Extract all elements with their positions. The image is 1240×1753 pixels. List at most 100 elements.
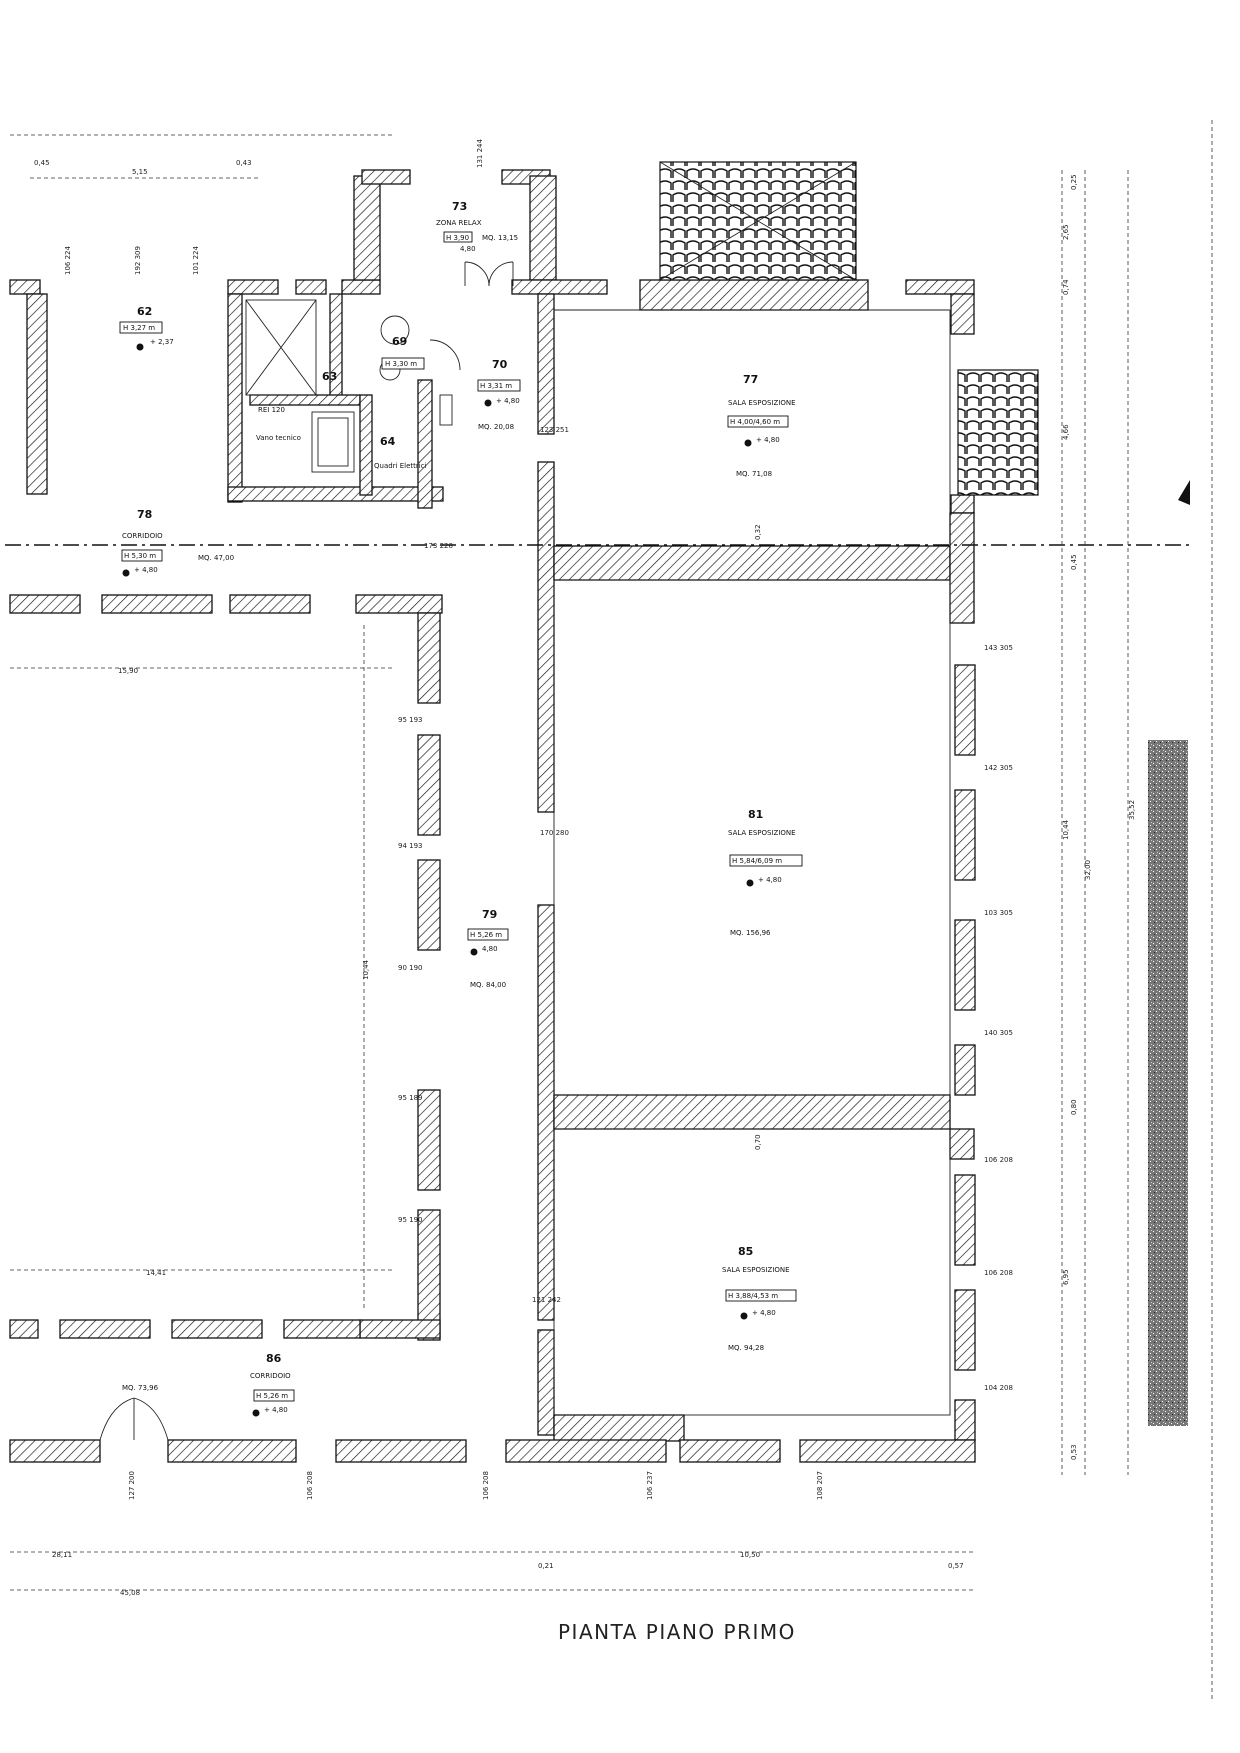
dim-side-4: 106 208 <box>984 1156 1013 1164</box>
dimension-labels: 0,45 5,15 0,43 106 224 192 309 101 224 1… <box>34 139 1136 1597</box>
rei-label: REI 120 <box>258 406 285 414</box>
room-70: 70 H 3,31 m + 4,80 MQ. 20,08 <box>477 358 521 431</box>
room-63-number: 63 <box>322 370 337 383</box>
service-fittings <box>245 299 453 473</box>
dim-side-6: 104 208 <box>984 1384 1013 1392</box>
room-level: 4,80 <box>460 245 476 253</box>
room-height: H 5,30 m <box>124 552 156 560</box>
dim-bottom-right: 10,50 <box>740 1551 760 1559</box>
hall-outlines <box>553 309 951 1416</box>
room-number: 78 <box>137 508 152 521</box>
dim-right-chain-4: 0,45 <box>1070 554 1078 570</box>
room-level: 4,80 <box>482 945 498 953</box>
room-number: 62 <box>137 305 152 318</box>
room-area: MQ. 13,15 <box>482 234 518 242</box>
dim-top-0: 0,45 <box>34 159 50 167</box>
level-marker-icon <box>746 879 754 887</box>
dim-inner-5: 0,70 <box>754 1134 762 1150</box>
room-level: + 4,80 <box>756 436 780 444</box>
dim-pair-1: 192 309 <box>134 246 142 275</box>
room-level: + 2,37 <box>150 338 174 346</box>
dim-win-0: 95 193 <box>398 716 423 724</box>
plan-title: PIANTA PIANO PRIMO <box>558 1620 796 1644</box>
room-level: + 4,80 <box>264 1406 288 1414</box>
dim-right-total-a: 32,00 <box>1084 860 1092 880</box>
level-marker-icon <box>470 948 478 956</box>
room-name: CORRIDOIO <box>122 532 163 540</box>
dimension-lines <box>10 120 1213 1700</box>
dim-right-chain-1: 2,65 <box>1062 224 1070 240</box>
room-height: H 5,84/6,09 m <box>732 857 782 865</box>
dim-win-3: 95 189 <box>398 1094 423 1102</box>
dim-right-chain-2: 0,74 <box>1062 279 1070 295</box>
room-77: 77 SALA ESPOSIZIONE H 4,00/4,60 m + 4,80… <box>727 373 796 478</box>
level-marker-icon <box>122 569 130 577</box>
room-79: 79 H 5,26 m 4,80 MQ. 84,00 <box>467 908 509 989</box>
room-number: 81 <box>748 808 763 821</box>
dim-inner-4: 0,32 <box>754 524 762 540</box>
dim-win-2: 90 190 <box>398 964 423 972</box>
dim-side-2: 103 305 <box>984 909 1013 917</box>
level-marker-icon <box>484 399 492 407</box>
room-name: SALA ESPOSIZIONE <box>728 399 796 407</box>
room-85: 85 SALA ESPOSIZIONE H 3,88/4,53 m + 4,80… <box>722 1245 797 1352</box>
dim-side-3: 140 305 <box>984 1029 1013 1037</box>
dim-low-3: 108 207 <box>816 1471 824 1500</box>
room-name: SALA ESPOSIZIONE <box>728 829 796 837</box>
room-height: H 5,26 m <box>256 1392 288 1400</box>
room-area: MQ. 20,08 <box>478 423 514 431</box>
dim-right-chain-0: 0,25 <box>1070 174 1078 190</box>
room-number: 79 <box>482 908 497 921</box>
dim-win-1: 94 193 <box>398 842 423 850</box>
room-level: + 4,80 <box>758 876 782 884</box>
room-area: MQ. 84,00 <box>470 981 506 989</box>
room-number: 86 <box>266 1352 282 1365</box>
room-height: H 3,88/4,53 m <box>728 1292 778 1300</box>
dim-low-4: 127 200 <box>128 1471 136 1500</box>
dim-right-total-b: 35,52 <box>1128 800 1136 820</box>
room-name: SALA ESPOSIZIONE <box>722 1266 790 1274</box>
level-marker-icon <box>136 343 144 351</box>
room-area: MQ. 94,28 <box>728 1344 764 1352</box>
room-height: H 5,26 m <box>470 931 502 939</box>
dim-right-chain-6: 0,80 <box>1070 1099 1078 1115</box>
walls <box>9 169 976 1463</box>
dim-inner-3: 121 242 <box>532 1296 561 1304</box>
dim-low-2: 106 237 <box>646 1471 654 1500</box>
room-height: H 3,27 m <box>123 324 155 332</box>
room-69: 69 H 3,30 m <box>381 335 425 370</box>
dim-bottom-left: 28,11 <box>52 1551 72 1559</box>
stair-grate-right <box>957 369 1039 496</box>
room-number: 77 <box>743 373 758 386</box>
room-name: Quadri Elettrici <box>374 462 427 470</box>
dim-bottom-a: 0,21 <box>538 1562 554 1570</box>
dim-side-5: 106 208 <box>984 1269 1013 1277</box>
room-area: MQ. 156,96 <box>730 929 771 937</box>
room-number: 69 <box>392 335 407 348</box>
dim-overall: 45,08 <box>120 1589 140 1597</box>
room-64: 64 Quadri Elettrici <box>374 435 427 470</box>
dim-win-4: 95 190 <box>398 1216 423 1224</box>
dim-side-1: 142 305 <box>984 764 1013 772</box>
level-marker-icon <box>744 439 752 447</box>
room-81: 81 SALA ESPOSIZIONE H 5,84/6,09 m + 4,80… <box>728 808 803 937</box>
room-height: H 3,90 <box>446 234 469 242</box>
room-area: MQ. 71,08 <box>736 470 772 478</box>
dim-right-chain-3: 4,66 <box>1062 424 1070 440</box>
doors <box>99 261 514 1441</box>
dim-pair-3: 131 244 <box>476 139 484 168</box>
room-number: 70 <box>492 358 508 371</box>
room-number: 85 <box>738 1245 753 1258</box>
dim-vertical-mid: 10,44 <box>362 959 370 980</box>
room-name: CORRIDOIO <box>250 1372 291 1380</box>
dim-top-1: 5,15 <box>132 168 148 176</box>
dim-inner-1: 173 228 <box>424 542 453 550</box>
dim-pair-0: 106 224 <box>64 246 72 275</box>
dim-left-a: 15,90 <box>118 667 138 675</box>
level-marker-icon <box>252 1409 260 1417</box>
dim-left-b: 14,41 <box>146 1269 166 1277</box>
external-ground-band <box>1148 740 1188 1426</box>
dim-low-0: 106 208 <box>306 1471 314 1500</box>
dim-top-2: 0,43 <box>236 159 252 167</box>
